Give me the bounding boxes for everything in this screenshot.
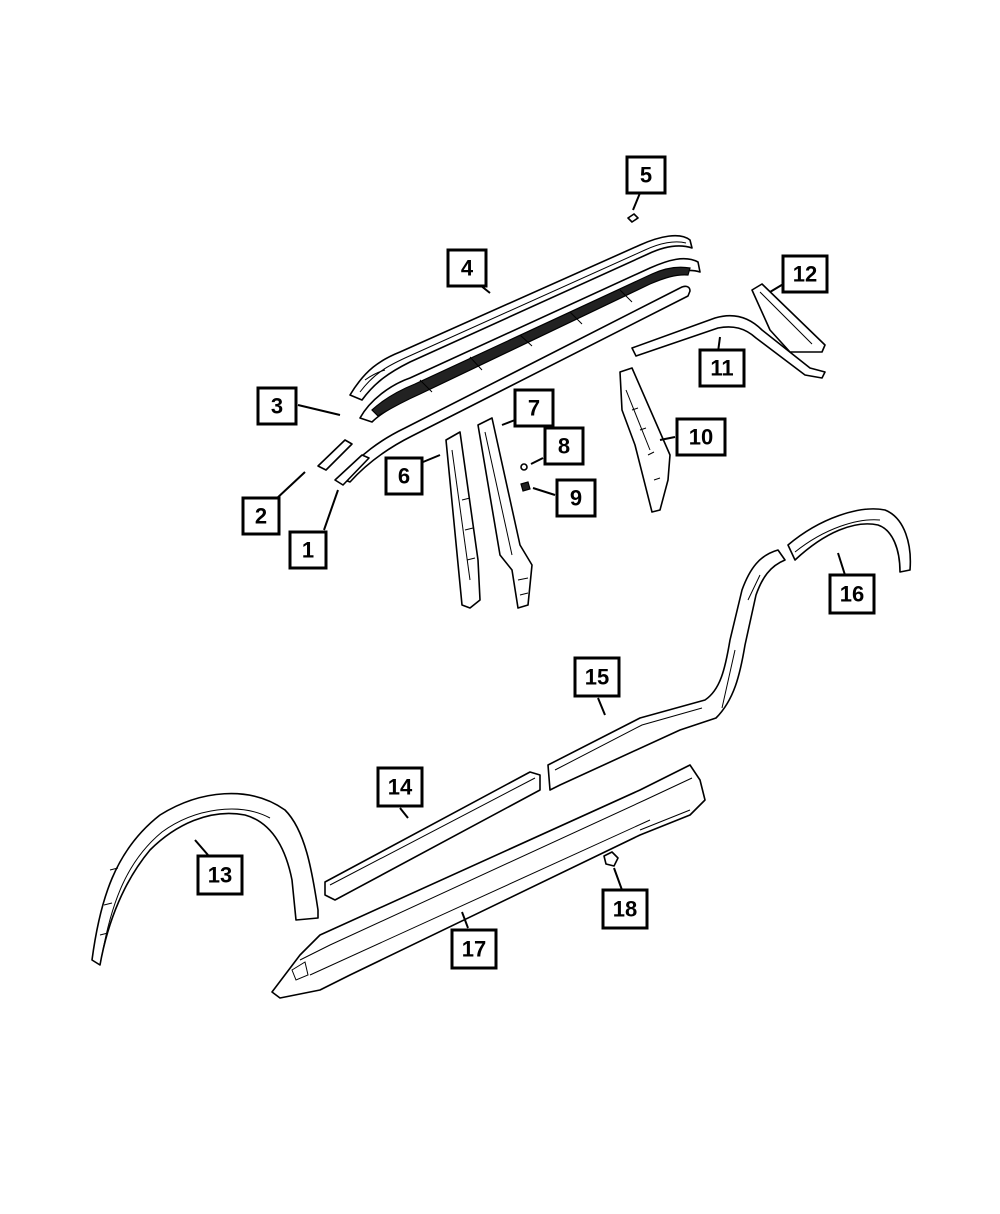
leader-lines (194, 192, 846, 929)
callout-16: 16 (828, 573, 876, 615)
part-rear-wheel-flare (787, 508, 912, 573)
callout-13: 13 (196, 854, 244, 896)
part-roof-rail (349, 234, 693, 401)
part-roof-rail-base (359, 257, 701, 423)
callout-3: 3 (256, 386, 298, 426)
part-rocker-panel (271, 764, 706, 999)
part-clip-18 (603, 851, 619, 867)
callout-2: 2 (241, 496, 281, 536)
part-pillar-applique-7 (477, 417, 533, 609)
part-rear-molding (631, 314, 826, 379)
part-clip-5 (627, 213, 639, 223)
callout-9: 9 (555, 478, 597, 518)
callout-2-label: 2 (255, 504, 267, 529)
callout-11: 11 (698, 348, 746, 388)
callout-13-label: 13 (208, 863, 232, 888)
callout-1-label: 1 (302, 538, 314, 563)
callout-8-label: 8 (558, 434, 570, 459)
callout-16-label: 16 (840, 582, 864, 607)
callout-10: 10 (675, 417, 727, 457)
callout-10-label: 10 (689, 425, 713, 450)
callout-1: 1 (288, 530, 328, 570)
callout-15-label: 15 (585, 665, 609, 690)
part-rear-door-molding (547, 549, 786, 791)
callout-5: 5 (625, 155, 667, 195)
callout-18-label: 18 (613, 897, 637, 922)
callout-6-label: 6 (398, 464, 410, 489)
callout-6: 6 (384, 456, 424, 496)
part-drip-molding (339, 285, 691, 483)
callout-11-label: 11 (710, 356, 733, 381)
part-front-wheel-flare (91, 792, 319, 966)
callout-12: 12 (781, 254, 829, 294)
callout-9-label: 9 (570, 486, 582, 511)
callout-14-label: 14 (388, 775, 413, 800)
part-rear-applique (751, 283, 826, 353)
callout-4: 4 (446, 248, 488, 288)
callout-7-label: 7 (528, 396, 540, 421)
part-pillar-applique-10 (619, 367, 671, 513)
part-pillar-applique-6 (445, 431, 481, 609)
callout-17-label: 17 (462, 937, 486, 962)
callout-15: 15 (573, 656, 621, 698)
callout-5-label: 5 (640, 163, 652, 188)
callout-18: 18 (601, 888, 649, 930)
callout-8: 8 (543, 426, 585, 466)
callout-12-label: 12 (793, 262, 817, 287)
callout-4-label: 4 (461, 256, 474, 281)
part-fasteners (520, 463, 531, 492)
callout-17: 17 (450, 928, 498, 970)
callout-7: 7 (513, 388, 555, 428)
callout-3-label: 3 (271, 394, 283, 419)
part-small-moldings (317, 439, 370, 486)
part-front-door-molding (324, 771, 541, 901)
callout-14: 14 (376, 766, 424, 808)
